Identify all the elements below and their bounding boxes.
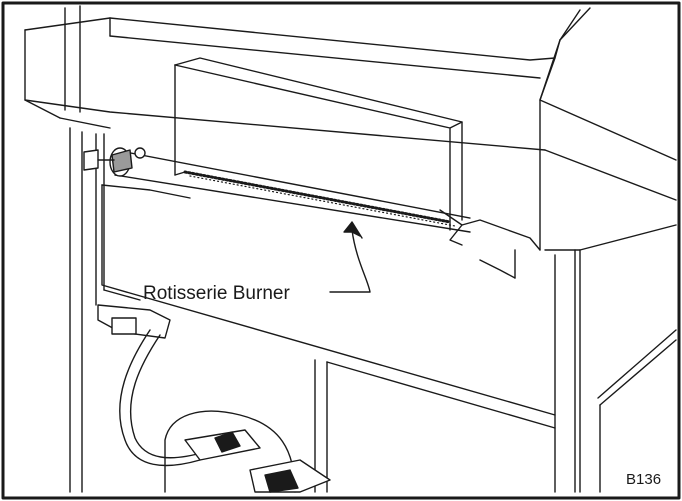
heat-shield [174,57,463,231]
callout-leader-line [329,229,371,293]
rotisserie-burner-tube [83,147,471,233]
burner-ports-lower [189,175,456,227]
burner-ports [183,170,452,224]
propane-tank [164,410,331,493]
grill-hood [24,5,677,251]
grill-side-panel [544,224,677,493]
callout-arrowhead [343,221,363,239]
front-shield-plate [101,184,556,416]
figure-code: B136 [626,471,661,488]
callout-label: Rotisserie Burner [143,283,290,304]
gas-valve-assembly [97,304,206,467]
